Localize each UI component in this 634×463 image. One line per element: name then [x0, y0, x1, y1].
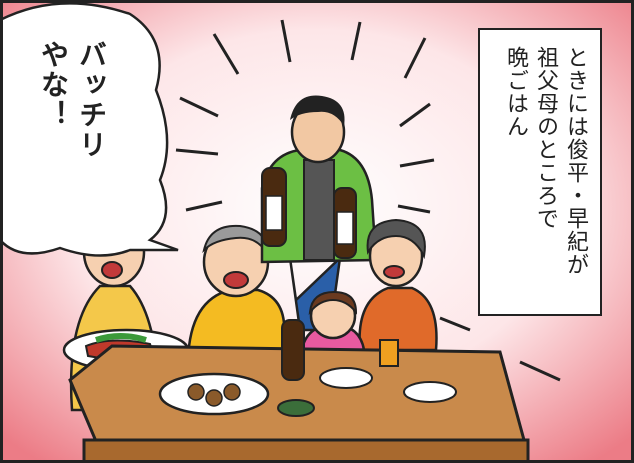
- speech-bubble: [0, 2, 179, 257]
- small-bowl: [277, 399, 315, 417]
- narration-line: 祖父母のところで: [533, 46, 558, 230]
- narration-line: 晩ごはん: [503, 46, 528, 138]
- juice-glass: [379, 339, 399, 367]
- speech-line: やな！: [37, 40, 70, 130]
- dining-table: [68, 319, 530, 463]
- narration-text: ときには俊平・早紀が 祖父母のところで 晩ごはん: [500, 46, 590, 276]
- radiating-lines: [175, 19, 561, 382]
- sake-bottle: [281, 319, 305, 381]
- empty-plate: [403, 381, 457, 403]
- speech-line: バッチリ: [75, 40, 108, 160]
- side-dish-plate: [319, 367, 373, 389]
- narration-line: ときには俊平・早紀が: [563, 46, 588, 276]
- grandmother: [358, 218, 438, 352]
- speech-text: バッチリ やな！: [34, 40, 110, 160]
- narration-box: ときには俊平・早紀が 祖父母のところで 晩ごはん: [478, 28, 602, 316]
- girl: [300, 290, 366, 352]
